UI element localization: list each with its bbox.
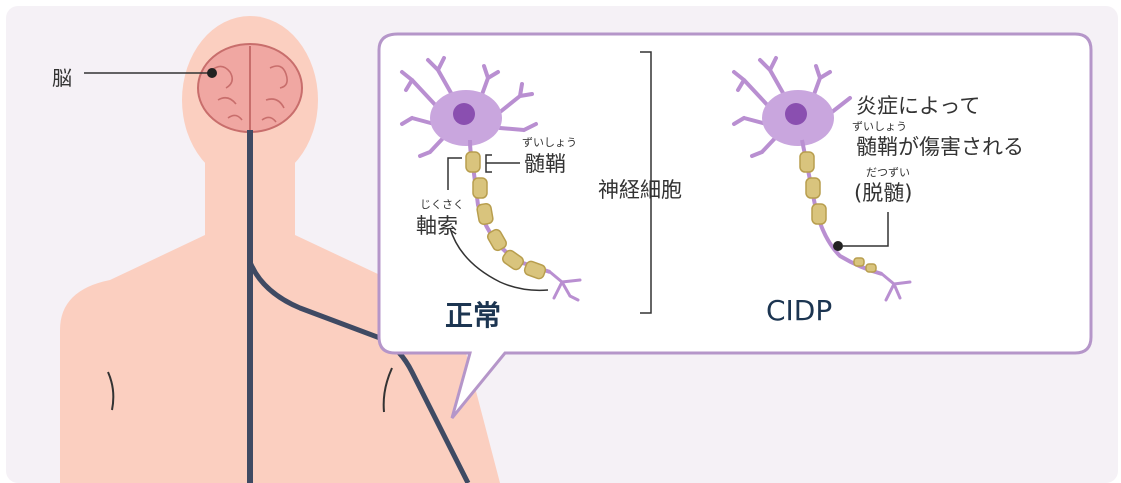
brain-label: 脳 [52, 62, 72, 91]
nerve-cell-label: 神経細胞 [598, 174, 682, 204]
axon-label: 軸索 [416, 210, 458, 240]
brain-illustration [198, 44, 302, 132]
damage-label: 髄鞘が傷害される [856, 131, 1024, 161]
brain-pointer-dot [207, 68, 217, 78]
demyelination-dot [833, 241, 843, 251]
myelin-label: 髄鞘 [524, 148, 566, 178]
inflammation-label: 炎症によって [856, 90, 980, 120]
cidp-title: CIDP [766, 294, 832, 327]
normal-title: 正常 [445, 294, 501, 334]
demyelination-label: (脱髄) [854, 177, 912, 207]
